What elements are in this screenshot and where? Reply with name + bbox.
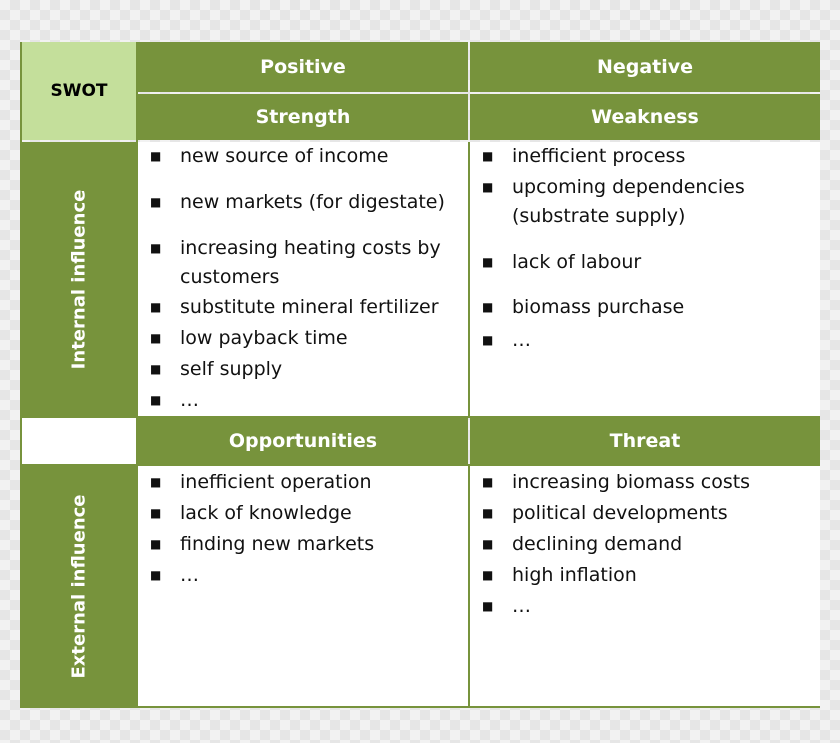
list-item-text: … <box>180 564 199 586</box>
list-item: ■ inefficient operation <box>138 468 462 497</box>
row-label-external-text: External influence <box>68 493 90 679</box>
grid-divider <box>136 42 138 708</box>
threat-quadrant: ■ increasing biomass costs ■ political dev… <box>470 466 820 706</box>
list-item-text: lack of knowledge <box>180 502 352 524</box>
list-item-text: political developments <box>512 502 728 524</box>
quadrant-title-threat: Threat <box>470 418 820 464</box>
grid-divider <box>468 466 470 706</box>
bullet-icon: ■ <box>150 331 162 345</box>
list-item-text: low payback time <box>180 327 348 349</box>
list-item-text: inefficient operation <box>180 471 372 493</box>
row-label-external: External influence <box>22 466 136 706</box>
list-item-text: self supply <box>180 358 283 380</box>
bullet-icon: ■ <box>482 180 494 194</box>
quadrant-title-strength: Strength <box>138 94 468 140</box>
list-item-text: declining demand <box>512 533 683 555</box>
grid-divider <box>22 464 820 466</box>
list-item-text: lack of labour <box>512 251 642 273</box>
list-item: ■ new source of income <box>138 142 462 171</box>
bullet-icon: ■ <box>150 506 162 520</box>
opportunities-quadrant: ■ inefficient operation ■ lack of knowledg… <box>138 466 468 706</box>
list-item: ■ self supply <box>138 355 462 384</box>
list-item: ■ biomass purchase <box>470 293 814 322</box>
bullet-icon: ■ <box>150 195 162 209</box>
list-item: ■ lack of knowledge <box>138 499 462 528</box>
list-item: ■… <box>138 561 462 590</box>
list-item: ■ upcoming dependencies (substrate supply… <box>470 173 814 231</box>
bullet-icon: ■ <box>482 300 494 314</box>
list-item-text: new source of income <box>180 145 389 167</box>
list-item: ■ finding new markets <box>138 530 462 559</box>
bullet-icon: ■ <box>482 149 494 163</box>
col-header-positive: Positive <box>138 42 468 92</box>
swot-corner-label: SWOT <box>22 42 136 140</box>
list-item: ■ inefficient process <box>470 142 814 171</box>
bullet-icon: ■ <box>150 241 162 255</box>
strength-quadrant: ■ new source of income ■ new markets (for … <box>138 142 468 416</box>
list-item: ■ declining demand <box>470 530 814 559</box>
bullet-icon: ■ <box>150 393 162 407</box>
list-item: ■ increasing biomass costs <box>470 468 814 497</box>
quadrant-title-opportunities: Opportunities <box>138 418 468 464</box>
bullet-icon: ■ <box>150 362 162 376</box>
bullet-icon: ■ <box>482 506 494 520</box>
grid-divider <box>20 42 22 708</box>
list-item-text: … <box>512 329 531 351</box>
bullet-icon: ■ <box>482 568 494 582</box>
list-item: ■ low payback time <box>138 324 462 353</box>
list-item-text: increasing biomass costs <box>512 471 751 493</box>
list-item: ■… <box>138 386 462 415</box>
bullet-icon: ■ <box>482 475 494 489</box>
list-item-text: … <box>512 595 531 617</box>
row-label-internal: Internal influence <box>22 142 136 416</box>
list-item-text: upcoming dependencies (substrate supply) <box>512 176 745 227</box>
weakness-quadrant: ■ inefficient process ■ upcoming dependenc… <box>470 142 820 416</box>
list-item-text: high inflation <box>512 564 637 586</box>
quadrant-title-weakness: Weakness <box>470 94 820 140</box>
list-item-text: biomass purchase <box>512 296 685 318</box>
list-item: ■ new markets (for digestate) <box>138 188 462 217</box>
bullet-icon: ■ <box>150 537 162 551</box>
list-item: ■ lack of labour <box>470 248 814 277</box>
grid-divider <box>22 416 820 418</box>
list-item-text: substitute mineral fertilizer <box>180 296 439 318</box>
bullet-icon: ■ <box>150 300 162 314</box>
list-item-text: increasing heating costs by customers <box>180 237 441 288</box>
list-item: ■ substitute mineral fertilizer <box>138 293 462 322</box>
list-item: ■ increasing heating costs by customers <box>138 234 462 292</box>
grid-divider <box>22 706 820 708</box>
row-label-internal-text: Internal influence <box>68 189 90 369</box>
col-header-negative: Negative <box>470 42 820 92</box>
bullet-icon: ■ <box>150 475 162 489</box>
list-item: ■ high inflation <box>470 561 814 590</box>
list-item-text: inefficient process <box>512 145 686 167</box>
bullet-icon: ■ <box>150 149 162 163</box>
row-gap-cell <box>22 418 136 464</box>
bullet-icon: ■ <box>482 537 494 551</box>
grid-divider <box>468 142 470 418</box>
bullet-icon: ■ <box>150 568 162 582</box>
list-item: ■ political developments <box>470 499 814 528</box>
list-item-text: finding new markets <box>180 533 375 555</box>
list-item-text: new markets (for digestate) <box>180 191 445 213</box>
bullet-icon: ■ <box>482 599 494 613</box>
list-item: ■… <box>470 592 814 621</box>
list-item-text: … <box>180 389 199 411</box>
list-item: ■… <box>470 326 814 355</box>
bullet-icon: ■ <box>482 333 494 347</box>
bullet-icon: ■ <box>482 255 494 269</box>
